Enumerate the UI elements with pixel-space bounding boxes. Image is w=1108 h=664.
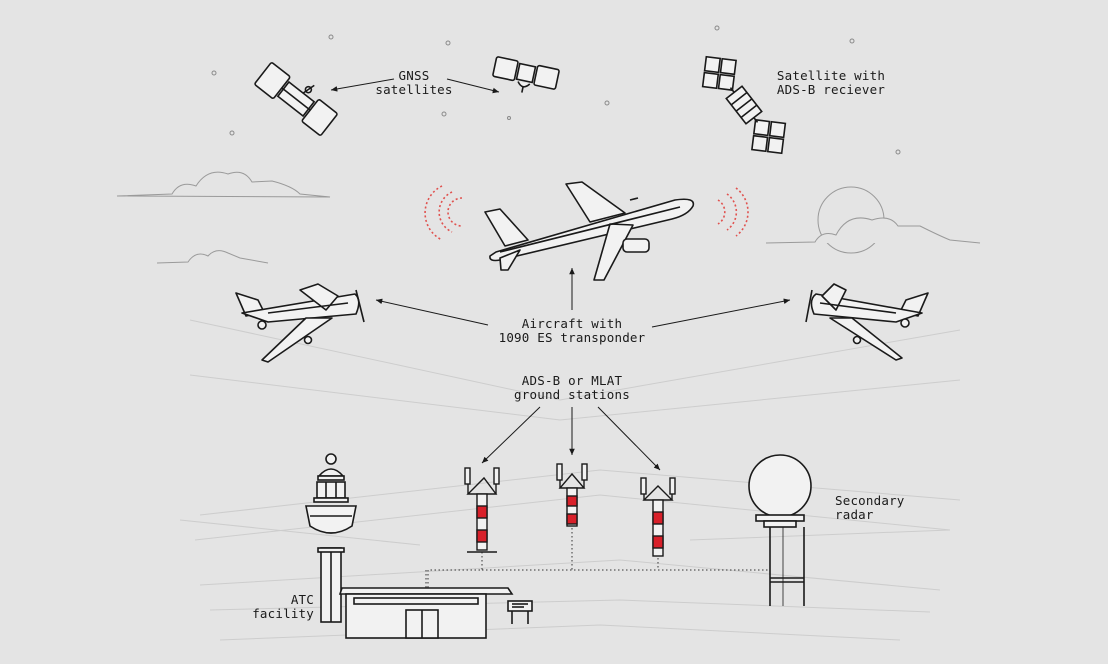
adsb-satellite-line-1: Satellite with [776,68,886,83]
gnss-satellite-right [492,56,560,93]
secondary-radar [748,454,812,606]
adsb-satellite-label: Satellite with ADS-B reciever [766,69,896,97]
ground-stations-label: ADS-B or MLAT ground stations [500,374,644,402]
secondary-radar-label: Secondary radar [835,494,925,522]
atc-facility-label: ATC facility [236,593,314,621]
gnss-line-1: GNSS [398,68,430,83]
atc-line-1: ATC [290,592,314,607]
aircraft-line-1: Aircraft with [521,316,623,331]
gnss-satellite-left [254,62,338,136]
ground-station-1 [464,467,500,553]
ground-line-2: ground stations [514,387,630,402]
ground-station-2 [556,463,588,527]
atc-tower [305,453,357,623]
arrows [330,78,791,471]
stars [211,25,901,155]
jet-aircraft [484,181,695,281]
adsb-receiver-satellite [701,55,787,155]
data-links [425,528,770,588]
light-aircraft-right [805,283,929,361]
ground-station-3 [640,477,676,557]
radar-line-1: Secondary [835,493,905,508]
atc-building [338,587,533,639]
signal-waves [424,185,749,241]
radar-line-2: radar [835,507,874,522]
ground-line-1: ADS-B or MLAT [521,373,623,388]
light-aircraft-left [235,283,365,363]
aircraft-label: Aircraft with 1090 ES transponder [486,317,658,345]
clouds [116,171,981,264]
gnss-line-2: satellites [375,82,453,97]
atc-line-2: facility [252,606,314,621]
gnss-satellites-label: GNSS satellites [368,69,460,97]
adsb-satellite-line-2: ADS-B reciever [776,82,886,97]
aircraft-line-2: 1090 ES transponder [498,330,646,345]
